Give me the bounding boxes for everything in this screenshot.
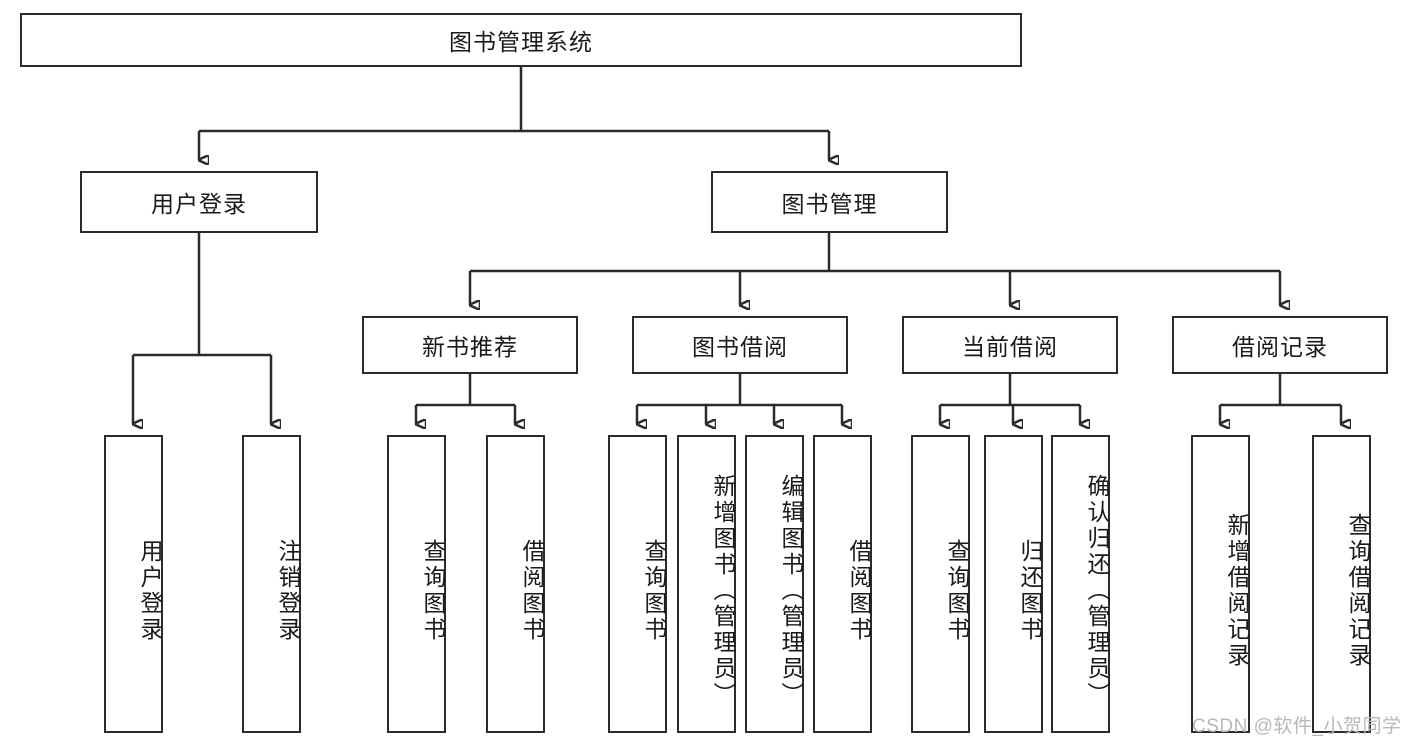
node-new-book-recommend[interactable]: 新书推荐: [362, 316, 578, 374]
leaf-logout[interactable]: 注销登录: [242, 435, 301, 733]
watermark: CSDN @软件_小贺同学: [1192, 716, 1402, 737]
node-root[interactable]: 图书管理系统: [20, 13, 1022, 67]
leaf-edit-book-admin[interactable]: 编辑图书（管理员）: [745, 435, 804, 733]
leaf-user-login[interactable]: 用户登录: [104, 435, 163, 733]
node-borrow-record[interactable]: 借阅记录: [1172, 316, 1388, 374]
leaf-query-book-current[interactable]: 查询图书: [911, 435, 970, 733]
leaf-add-borrow-record[interactable]: 新增借阅记录: [1191, 435, 1250, 733]
leaf-return-book[interactable]: 归还图书: [984, 435, 1043, 733]
leaf-add-book-admin[interactable]: 新增图书（管理员）: [677, 435, 736, 733]
leaf-borrow-book-recommend[interactable]: 借阅图书: [486, 435, 545, 733]
leaf-query-book-borrow[interactable]: 查询图书: [608, 435, 667, 733]
node-current-borrow[interactable]: 当前借阅: [902, 316, 1118, 374]
node-user-login[interactable]: 用户登录: [80, 171, 318, 233]
leaf-confirm-return-admin[interactable]: 确认归还（管理员）: [1051, 435, 1110, 733]
leaf-query-book-recommend[interactable]: 查询图书: [387, 435, 446, 733]
leaf-borrow-book[interactable]: 借阅图书: [813, 435, 872, 733]
node-book-borrow[interactable]: 图书借阅: [632, 316, 848, 374]
leaf-query-borrow-record[interactable]: 查询借阅记录: [1312, 435, 1371, 733]
node-book-management[interactable]: 图书管理: [711, 171, 948, 233]
